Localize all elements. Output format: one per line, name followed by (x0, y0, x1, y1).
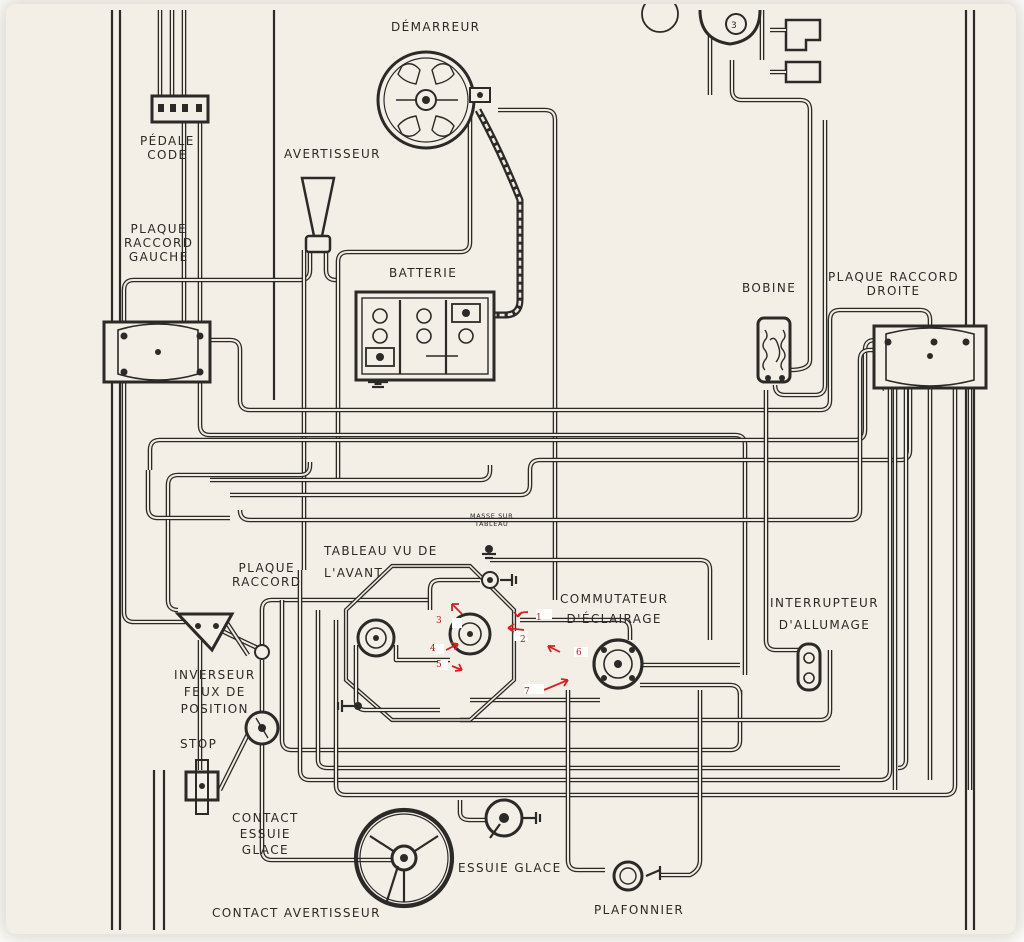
ignition-coil-symbol (756, 316, 792, 384)
pedale-code-label: PÉDALE CODE (140, 134, 195, 162)
plaque-raccord-line-2: RACCORD (232, 575, 302, 589)
interrupteur-line-2: D'ALLUMAGE (778, 618, 871, 632)
plaque-raccord-droite-label: PLAQUE RACCORD DROITE (828, 270, 959, 298)
interrupteur-line-1: INTERRUPTEUR (770, 596, 879, 610)
essuie-glace-label: ESSUIE GLACE (458, 861, 562, 875)
pedale-code-label-line-1: PÉDALE (140, 134, 195, 148)
distributor-symbol (641, 4, 822, 84)
plaque-raccord-label: PLAQUE RACCORD (232, 561, 301, 589)
contact-essuie-glace-line-2: ESSUIE (239, 827, 291, 841)
red-annotation-arrows (445, 603, 569, 691)
terminal-number-3: 3 (436, 616, 442, 626)
position-light-switch-symbol (174, 612, 270, 660)
contact-essuie-glace-line-1: CONTACT (232, 811, 299, 825)
stop-label: STOP (180, 737, 218, 751)
stop-switch-symbol (184, 759, 220, 815)
harness-wires (121, 10, 974, 878)
wiper-switch-symbol (244, 710, 280, 746)
plaque-raccord-gauche-label: PLAQUE RACCORD GAUCHE (124, 222, 193, 264)
interrupteur-dallumage-label: INTERRUPTEUR D'ALLUMAGE (770, 592, 879, 636)
tableau-line-1: TABLEAU VU DE (324, 544, 438, 558)
battery-symbol (354, 290, 496, 389)
commutateur-line-1: COMMUTATEUR (560, 592, 669, 606)
left-junction-plate-symbol (102, 320, 212, 384)
contact-essuie-glace-label: CONTACT ESSUIE GLACE (232, 810, 299, 858)
inverseur-line-1: INVERSEUR (174, 668, 256, 682)
wiring-diagram-sheet: DÉMARREUR PÉDALE CODE AVERTISSEUR PLAQUE… (6, 4, 1016, 934)
inverseur-line-2: FEUX DE (183, 685, 246, 699)
annotation-tags (434, 609, 588, 694)
plaque-raccord-gauche-line-3: GAUCHE (128, 250, 189, 264)
plaque-raccord-gauche-line-2: RACCORD (124, 236, 194, 250)
ignition-switch-symbol (796, 642, 822, 692)
commutateur-line-2: D'ÉCLAIRAGE (566, 612, 662, 626)
right-junction-plate-symbol (872, 324, 988, 390)
masse-sur-tableau-label: MASSE SUR TABLEAU (470, 512, 513, 528)
terminal-number-5: 5 (436, 660, 442, 670)
masse-sur-tableau-line-2: TABLEAU (474, 520, 509, 528)
terminal-number-2: 2 (520, 635, 526, 645)
chassis-rails (110, 10, 976, 930)
terminal-number-7: 7 (524, 687, 530, 697)
dashboard-panel-symbol (336, 545, 518, 723)
demarreur-label: DÉMARREUR (391, 20, 481, 34)
avertisseur-label: AVERTISSEUR (284, 147, 381, 161)
bobine-label: BOBINE (742, 281, 797, 295)
plafonnier-label: PLAFONNIER (594, 903, 685, 917)
wiper-motor-symbol (484, 798, 542, 839)
masse-sur-tableau-line-1: MASSE SUR (470, 512, 514, 520)
starter-motor-symbol (376, 50, 491, 150)
lighting-switch-symbol (592, 638, 644, 690)
plaque-raccord-droite-line-2: DROITE (866, 284, 921, 298)
horn-symbol (300, 176, 336, 254)
inverseur-feux-de-position-label: INVERSEUR FEUX DE POSITION (174, 667, 256, 718)
commutateur-declairage-label: COMMUTATEUR D'ÉCLAIRAGE (560, 589, 668, 629)
wiring-diagram (102, 4, 988, 930)
tableau-line-2: L'AVANT (324, 566, 384, 580)
contact-avertisseur-label: CONTACT AVERTISSEUR (212, 906, 381, 920)
plaque-raccord-line-1: PLAQUE (238, 561, 295, 575)
terminal-number-4: 4 (430, 644, 436, 654)
contact-essuie-glace-line-3: GLACE (241, 843, 289, 857)
steering-wheel-horn-contact-symbol (353, 807, 455, 909)
plaque-raccord-gauche-line-1: PLAQUE (130, 222, 187, 236)
batterie-label: BATTERIE (389, 266, 458, 280)
inverseur-line-3: POSITION (180, 702, 249, 716)
dome-lamp-symbol (612, 860, 662, 892)
terminal-number-1: 1 (536, 613, 542, 623)
terminal-number-6: 6 (576, 648, 582, 658)
pedale-code-label-line-2: CODE (147, 148, 188, 162)
plaque-raccord-droite-line-1: PLAQUE RACCORD (828, 270, 960, 284)
dip-pedal-symbol (150, 94, 210, 124)
coil-terminal-label: 3 (731, 21, 738, 31)
tableau-vu-de-lavant-label: TABLEAU VU DE L'AVANT (324, 540, 438, 584)
